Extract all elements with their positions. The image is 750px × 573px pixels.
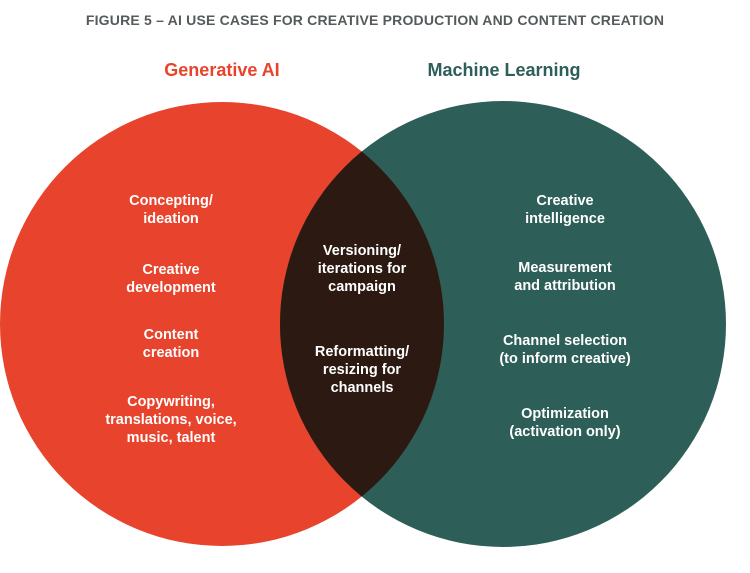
item-measurement-attribution: Measurement and attribution	[514, 260, 616, 294]
item-content-creation: Content creation	[142, 327, 200, 361]
item-channel-selection: Channel selection (to inform creative)	[499, 333, 631, 367]
item-concepting-ideation: Concepting/ ideation	[129, 193, 213, 227]
figure-title: FIGURE 5 – AI USE CASES FOR CREATIVE PRO…	[85, 12, 665, 28]
item-reformatting: Reformatting/ resizing for channels	[314, 344, 410, 396]
generative-ai-label: Generative AI	[164, 60, 280, 80]
item-optimization: Optimization (activation only)	[509, 406, 621, 440]
item-versioning: Versioning/ iterations for campaign	[317, 243, 407, 295]
machine-learning-label: Machine Learning	[427, 60, 581, 80]
overlap-region	[280, 102, 444, 546]
item-creative-intelligence: Creative intelligence	[525, 193, 605, 227]
item-copywriting: Copywriting, translations, voice, music,…	[105, 394, 237, 446]
item-creative-development: Creative development	[126, 262, 216, 296]
